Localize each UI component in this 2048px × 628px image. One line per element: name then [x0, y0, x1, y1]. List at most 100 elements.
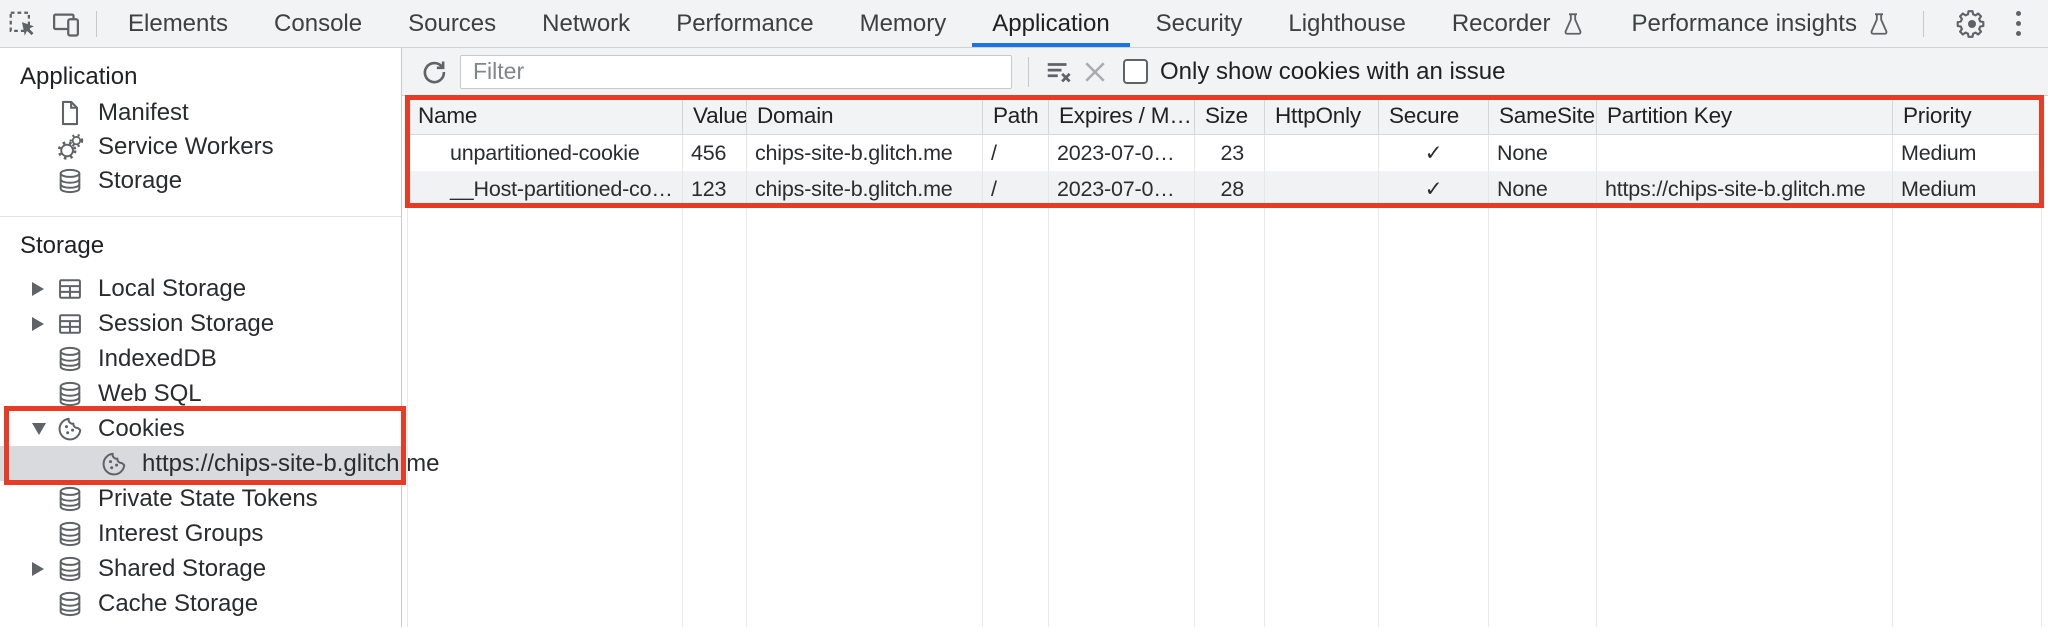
column-header-priority[interactable]: Priority	[1893, 98, 2042, 135]
sidebar-item-cookies[interactable]: Cookies	[0, 411, 401, 446]
database-icon	[56, 520, 84, 548]
tab-lighthouse[interactable]: Lighthouse	[1288, 9, 1406, 37]
tab-memory[interactable]: Memory	[859, 9, 947, 37]
tab-recorder[interactable]: Recorder	[1429, 0, 1609, 47]
column-header-domain[interactable]: Domain	[747, 98, 983, 135]
application-tree: Manifest Service Workers Storage	[0, 96, 401, 198]
cookie-cell-priority[interactable]: Medium	[1893, 171, 2042, 207]
grid-empty-cell	[1893, 207, 2042, 627]
tab-performance-insights[interactable]: Performance insights	[1609, 0, 1915, 47]
column-header-path[interactable]: Path	[983, 98, 1049, 135]
sidebar-item-storage[interactable]: Storage	[0, 164, 401, 198]
expand-arrow-icon[interactable]	[32, 281, 44, 296]
sidebar-item-interest-groups[interactable]: Interest Groups	[0, 516, 401, 551]
toolbar-divider	[1922, 10, 1924, 37]
cookie-cell-expires[interactable]: 2023-07-07…	[1049, 135, 1195, 171]
toolbar-divider	[96, 10, 97, 37]
toolbar-divider	[1028, 56, 1029, 87]
cookie-cell-httponly[interactable]	[1265, 171, 1379, 207]
tab-performance[interactable]: Performance	[676, 9, 814, 37]
collapse-arrow-icon[interactable]	[32, 422, 46, 435]
cookie-cell-partition-key[interactable]	[1597, 135, 1893, 171]
cookie-cell-samesite[interactable]: None	[1489, 171, 1597, 207]
sidebar-item-manifest[interactable]: Manifest	[0, 96, 401, 130]
cookie-cell-expires[interactable]: 2023-07-07…	[1049, 171, 1195, 207]
column-header-httponly[interactable]: HttpOnly	[1265, 98, 1379, 135]
grid-empty-cell	[747, 207, 983, 627]
column-header-secure[interactable]: Secure	[1379, 98, 1489, 135]
cookie-cell-samesite[interactable]: None	[1489, 135, 1597, 171]
document-icon	[56, 99, 84, 127]
sidebar-item-web-sql[interactable]: Web SQL	[0, 376, 401, 411]
sidebar-item-session-storage[interactable]: Session Storage	[0, 306, 401, 341]
tab-application[interactable]: Application	[969, 0, 1132, 47]
sidebar-item-indexeddb[interactable]: IndexedDB	[0, 341, 401, 376]
column-header-name[interactable]: Name	[407, 98, 683, 135]
cookie-cell-domain[interactable]: chips-site-b.glitch.me	[747, 135, 983, 171]
storage-tree: Local Storage Session Storage IndexedDB	[0, 271, 439, 621]
refresh-button[interactable]	[416, 54, 452, 90]
grid-empty-cell	[1489, 207, 1597, 627]
settings-gear-icon[interactable]	[1956, 8, 1988, 40]
column-header-samesite[interactable]: SameSite	[1489, 98, 1597, 135]
sidebar-item-cookie-origin[interactable]: https://chips-site-b.glitch.me	[0, 446, 439, 481]
grid-empty-cell	[407, 207, 683, 627]
application-sidebar: Application Manifest Service Workers Sto…	[0, 48, 439, 627]
cookie-cell-secure[interactable]: ✓	[1379, 171, 1489, 207]
cookie-cell-size[interactable]: 28	[1195, 171, 1265, 207]
cookie-icon	[100, 450, 128, 478]
application-panel: Application Manifest Service Workers Sto…	[0, 48, 2048, 627]
database-icon	[56, 380, 84, 408]
cookie-cell-value[interactable]: 456	[683, 135, 747, 171]
sidebar-item-shared-storage[interactable]: Shared Storage	[0, 551, 401, 586]
cookie-icon	[56, 415, 84, 443]
database-icon	[56, 590, 84, 618]
cookie-cell-httponly[interactable]	[1265, 135, 1379, 171]
cookies-panel: Only show cookies with an issue Name Val…	[402, 48, 2048, 627]
grid-empty-cell	[1195, 207, 1265, 627]
devtools-window-controls	[1915, 0, 2048, 47]
column-header-expires[interactable]: Expires / M…	[1049, 98, 1195, 135]
experimental-flask-icon	[1866, 11, 1892, 37]
sidebar-item-local-storage[interactable]: Local Storage	[0, 271, 401, 306]
clear-all-cookies-button[interactable]	[1041, 54, 1077, 90]
inspect-element-button[interactable]	[0, 0, 44, 47]
tab-elements[interactable]: Elements	[128, 9, 229, 37]
cookie-cell-name[interactable]: unpartitioned-cookie	[407, 135, 683, 171]
cookie-cell-size[interactable]: 23	[1195, 135, 1265, 171]
cookie-cell-priority[interactable]: Medium	[1893, 135, 2042, 171]
cookie-cell-path[interactable]: /	[983, 171, 1049, 207]
grid-empty-cell	[983, 207, 1049, 627]
column-header-value[interactable]: Value	[683, 98, 747, 135]
cookie-cell-domain[interactable]: chips-site-b.glitch.me	[747, 171, 983, 207]
table-icon	[56, 310, 84, 338]
tab-security[interactable]: Security	[1155, 9, 1243, 37]
cookie-cell-secure[interactable]: ✓	[1379, 135, 1489, 171]
service-workers-icon	[56, 133, 84, 161]
column-header-size[interactable]: Size	[1195, 98, 1265, 135]
device-toolbar-button[interactable]	[44, 0, 88, 47]
issue-filter-label[interactable]: Only show cookies with an issue	[1160, 57, 1506, 85]
cookie-cell-partition-key[interactable]: https://chips-site-b.glitch.me	[1597, 171, 1893, 207]
expand-arrow-icon[interactable]	[32, 316, 44, 331]
cookie-cell-path[interactable]: /	[983, 135, 1049, 171]
database-icon	[56, 555, 84, 583]
cookie-cell-value[interactable]: 123	[683, 171, 747, 207]
more-options-kebab-icon[interactable]	[2012, 11, 2025, 36]
tab-sources[interactable]: Sources	[408, 9, 497, 37]
expand-arrow-icon[interactable]	[32, 561, 44, 576]
sidebar-item-service-workers[interactable]: Service Workers	[0, 130, 401, 164]
issue-filter-checkbox[interactable]	[1123, 59, 1148, 84]
tab-network[interactable]: Network	[542, 9, 631, 37]
cookie-filter-input[interactable]	[460, 54, 1012, 89]
cookies-data-table: Name Value Domain Path Expires / M… Size…	[407, 98, 2042, 627]
sidebar-item-cache-storage[interactable]: Cache Storage	[0, 586, 401, 621]
panel-tabs: Elements Console Sources Network Perform…	[105, 0, 1915, 47]
column-header-partition-key[interactable]: Partition Key	[1597, 98, 1893, 135]
delete-selected-button[interactable]	[1077, 54, 1113, 90]
experimental-flask-icon	[1560, 11, 1586, 37]
database-icon	[56, 345, 84, 373]
tab-console[interactable]: Console	[274, 9, 363, 37]
sidebar-item-private-state-tokens[interactable]: Private State Tokens	[0, 481, 401, 516]
cookie-cell-name[interactable]: __Host-partitioned-cookie	[407, 171, 683, 207]
